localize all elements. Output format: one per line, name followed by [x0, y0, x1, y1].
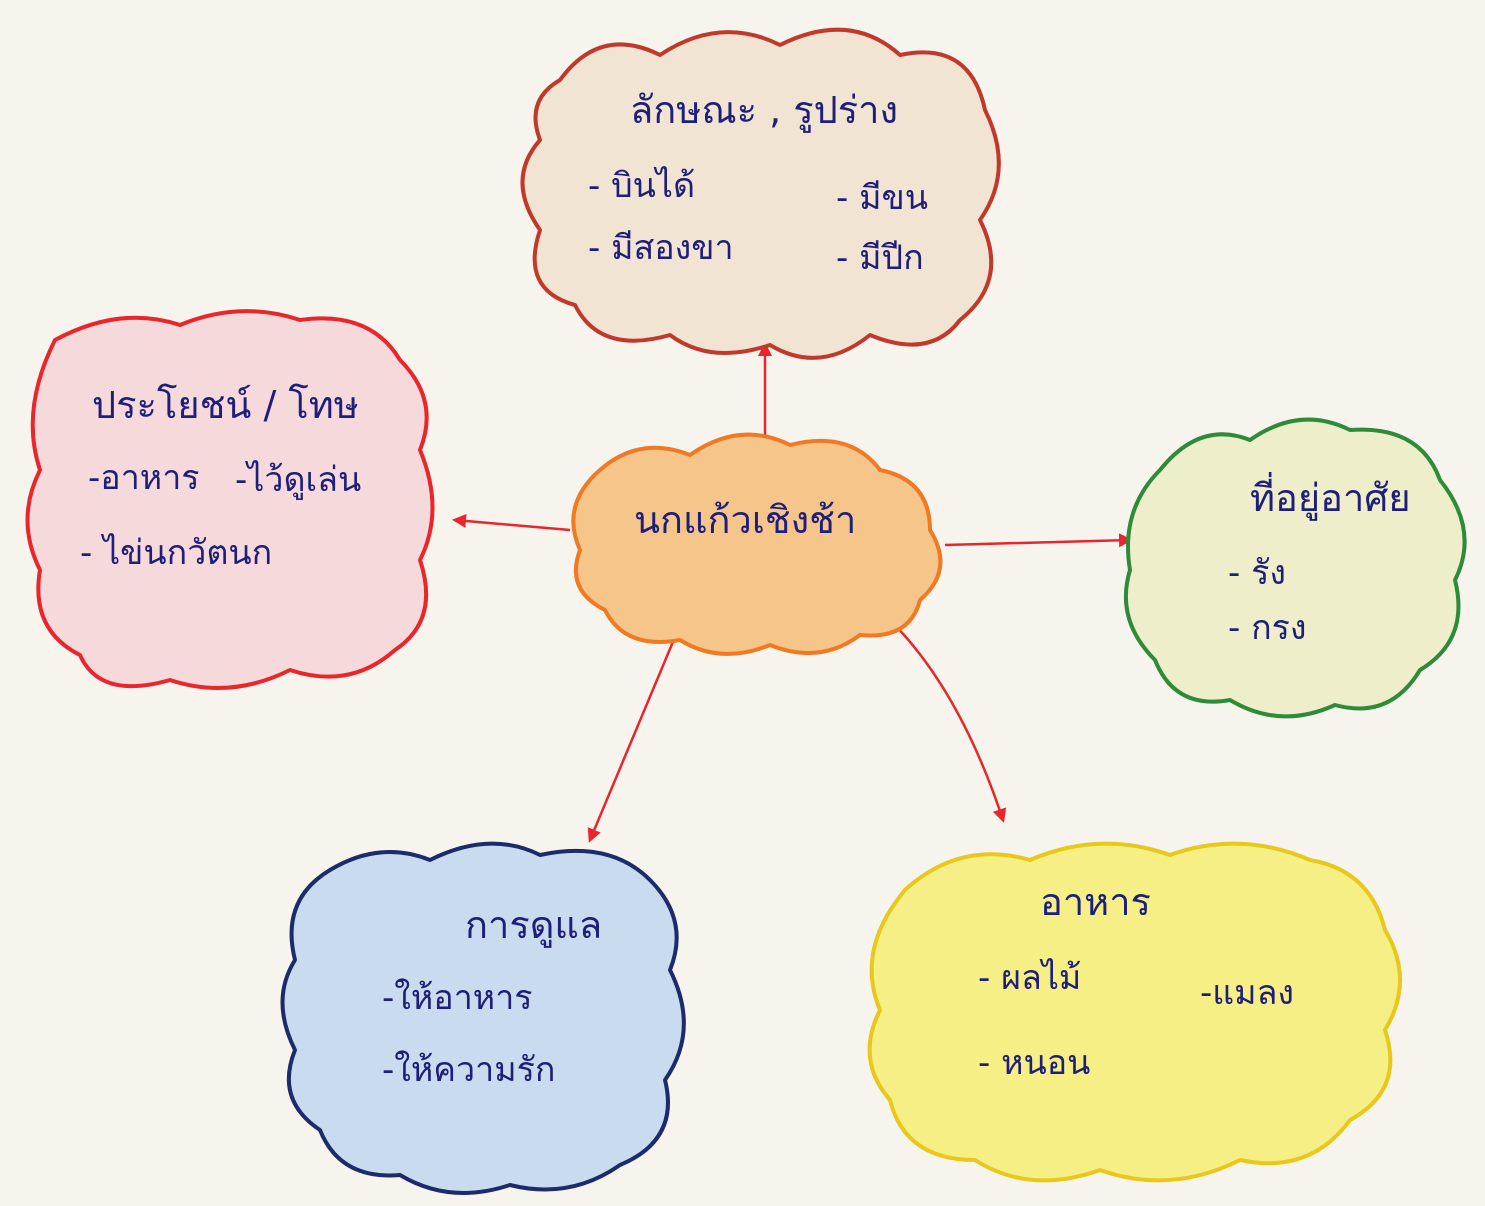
benefits-item-3: - ไข่นกวัตนก — [80, 533, 273, 573]
cloud-center — [571, 432, 943, 656]
characteristics-item-4: - มีปีก — [836, 238, 924, 278]
food-item-3: - หนอน — [978, 1043, 1091, 1083]
characteristics-item-3: - มีขน — [836, 178, 928, 218]
arrow-to-care — [587, 624, 682, 843]
arrow-to-food — [889, 619, 1007, 823]
cloud-characteristics — [520, 27, 1001, 360]
connector-arrows — [452, 342, 1133, 843]
cloud-benefits — [25, 309, 435, 690]
cloud-care — [280, 841, 686, 1195]
arrow-to-benefits — [452, 513, 571, 532]
habitat-title: ที่อยู่อาศัย — [1250, 476, 1411, 520]
cloud-food — [867, 841, 1402, 1183]
food-title: อาหาร — [1040, 880, 1151, 924]
characteristics-title: ลักษณะ , รูปร่าง — [630, 88, 899, 132]
care-item-1: -ให้อาหาร — [382, 978, 533, 1018]
care-title: การดูแล — [465, 903, 603, 947]
cloud-habitat — [1123, 417, 1467, 719]
benefits-item-2: -ไว้ดูเล่น — [235, 460, 362, 500]
benefits-title: ประโยชน์ / โทษ — [92, 383, 359, 427]
arrow-to-habitat — [944, 533, 1133, 548]
food-item-2: -แมลง — [1200, 973, 1295, 1013]
food-item-1: - ผลไม้ — [978, 958, 1082, 998]
care-item-2: -ให้ความรัก — [382, 1050, 556, 1090]
benefits-item-1: -อาหาร — [88, 458, 200, 498]
habitat-item-1: - รัง — [1228, 553, 1286, 593]
center-topic-label: นกแก้วเชิงช้า — [634, 498, 857, 542]
habitat-item-2: - กรง — [1228, 608, 1307, 648]
characteristics-item-2: - มีสองขา — [588, 228, 734, 268]
characteristics-item-1: - บินได้ — [588, 166, 696, 206]
